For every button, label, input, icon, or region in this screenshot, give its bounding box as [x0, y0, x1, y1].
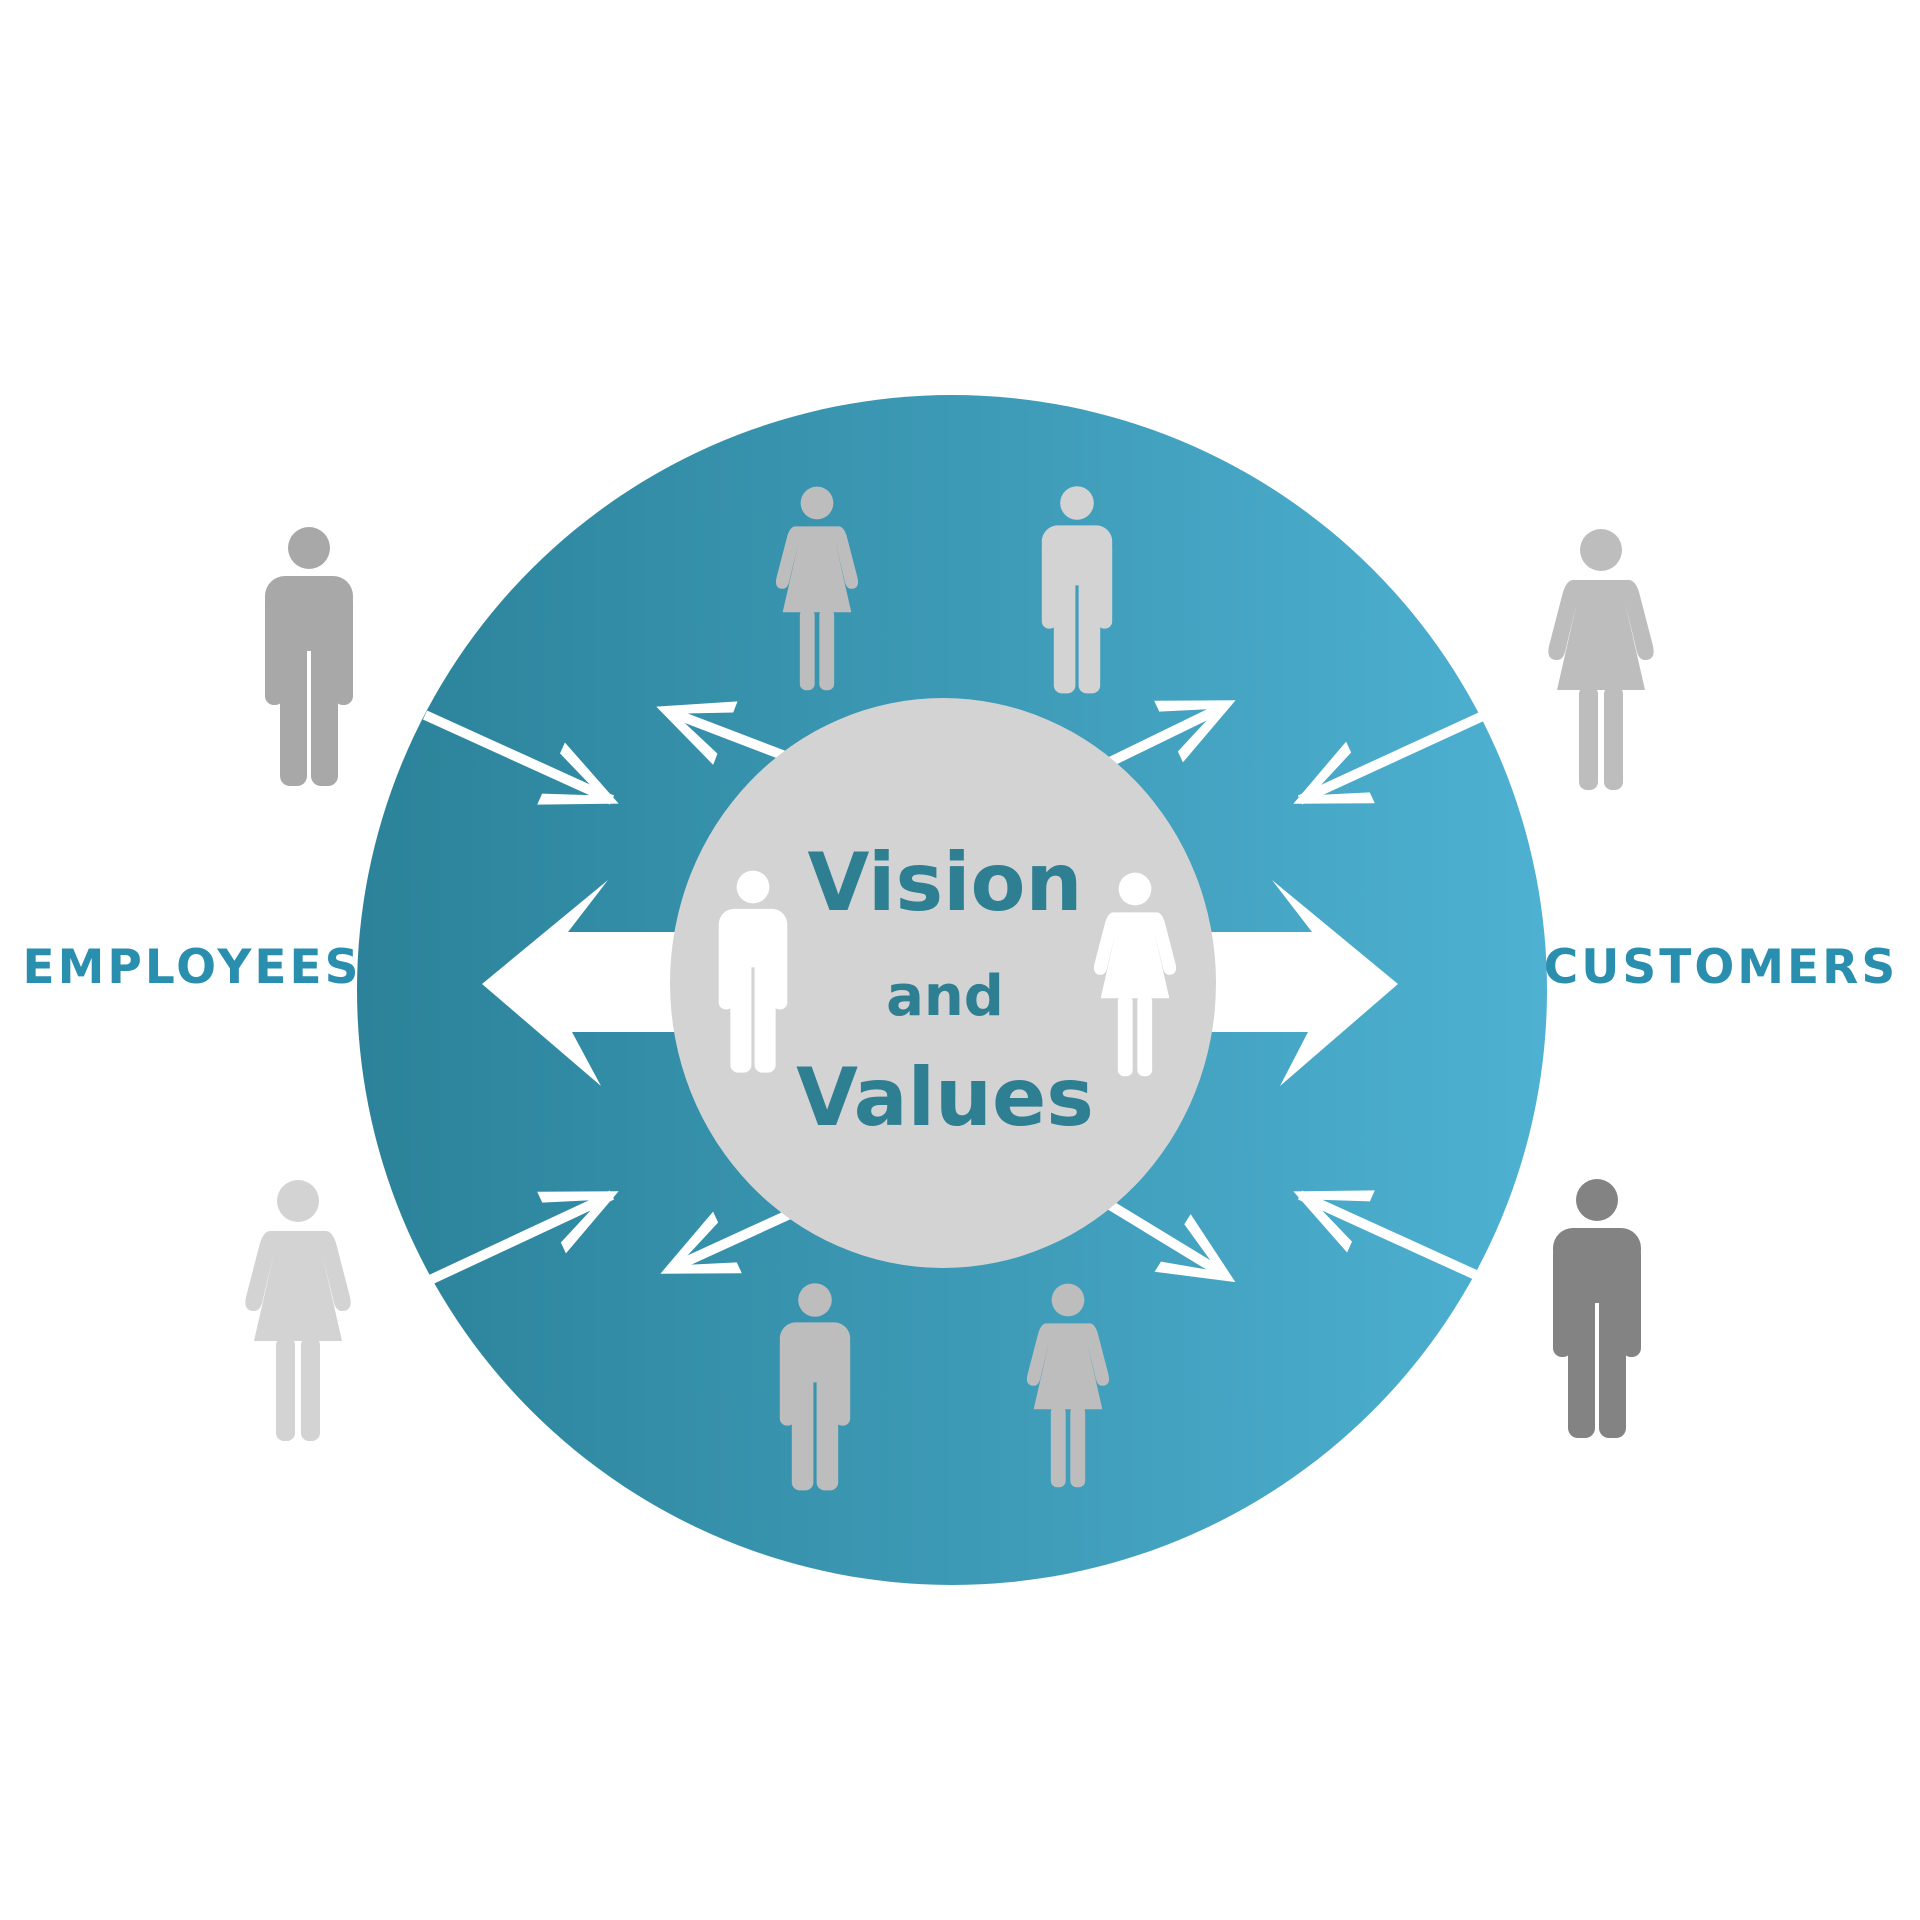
diagonal-arrows: [422, 669, 1488, 1311]
male-figure-icon: [1553, 1179, 1641, 1438]
female-figure-icon: [1548, 529, 1654, 790]
customers-label: CUSTOMERS: [1544, 940, 1898, 995]
female-figure-icon: [245, 1180, 351, 1441]
employees-label: EMPLOYEES: [23, 940, 362, 995]
vision-values-core: [670, 698, 1216, 1268]
center-title-line2: and: [886, 964, 1004, 1029]
center-title-line1: Vision: [808, 836, 1083, 929]
center-title-line3: Values: [796, 1051, 1094, 1144]
male-figure-icon: [265, 527, 353, 786]
